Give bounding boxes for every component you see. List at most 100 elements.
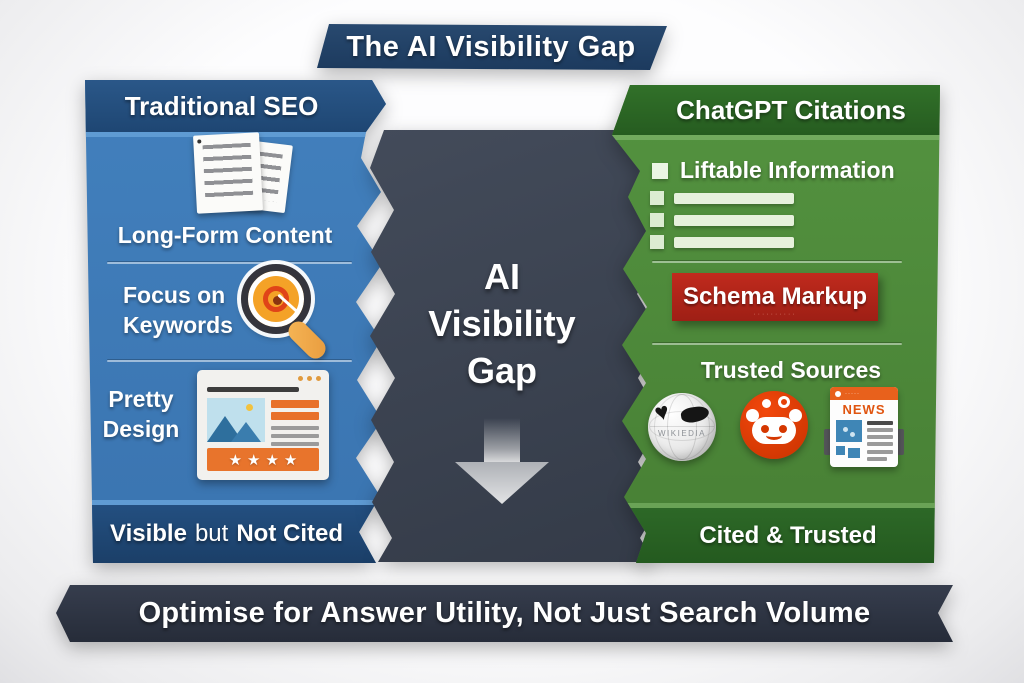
divider — [107, 262, 352, 264]
long-form-content-label: Long-Form Content — [117, 222, 333, 248]
news-masthead-dot — [835, 390, 841, 397]
document-page-front — [193, 132, 263, 214]
page-title: The AI Visibility Gap — [346, 30, 636, 63]
ai-visibility-gap-section: AI Visibility Gap — [368, 130, 664, 562]
title-banner: The AI Visibility Gap — [315, 24, 667, 70]
focus-on-label-line1: Focus on — [123, 282, 226, 308]
traditional-seo-panel: Traditional SEO Long-Form Content Focus … — [85, 80, 398, 563]
document-text-lines — [202, 142, 254, 204]
chatgpt-citations-title: ChatGPT Citations — [676, 94, 906, 125]
divider — [652, 261, 902, 263]
liftable-information-label: Liftable Information — [680, 157, 895, 183]
trusted-sources-label: Trusted Sources — [700, 357, 882, 383]
schema-markup-badge: Schema Markup ·········· — [672, 273, 878, 321]
news-image-dot — [843, 427, 848, 432]
checklist-bar — [674, 236, 794, 248]
wikipedia-globe-icon: ♥ WIKIEDIA — [648, 393, 716, 461]
globe-gridline — [650, 426, 714, 427]
browser-gray-bar — [271, 442, 319, 446]
news-page: ····· NEWS — [830, 387, 898, 467]
bullet-square-icon — [652, 162, 668, 179]
divider — [652, 343, 902, 345]
gap-title-line2: Visibility — [428, 302, 576, 344]
footer-word-visible: Visible — [110, 520, 187, 547]
checklist-row — [650, 191, 794, 205]
webpage-mockup-icon: ★★★★ — [197, 370, 329, 480]
browser-heading-bar — [207, 387, 299, 392]
browser-dot — [298, 376, 303, 381]
arrow-head — [455, 462, 549, 504]
bullet-square-icon — [650, 191, 664, 205]
header-highlight-strip — [612, 135, 940, 140]
news-image-block — [836, 420, 862, 442]
pretty-design-label-line2: Design — [102, 416, 180, 442]
browser-dot — [307, 376, 312, 381]
bottom-ribbon: Optimise for Answer Utility, Not Just Se… — [56, 585, 953, 642]
reddit-mouth — [766, 431, 782, 440]
sun-dot — [246, 404, 253, 411]
checklist-bar — [674, 192, 794, 204]
reddit-face — [752, 417, 796, 444]
magnifier-handle — [284, 317, 330, 363]
traditional-seo-header: Traditional SEO — [85, 80, 386, 132]
liftable-information-row: Liftable Information — [652, 157, 895, 184]
browser-gray-bar — [271, 426, 319, 430]
checklist-row — [650, 235, 794, 249]
chatgpt-citations-header: ChatGPT Citations — [612, 85, 940, 135]
news-text-line — [867, 442, 893, 446]
browser-dot — [316, 376, 321, 381]
down-arrow-icon — [370, 418, 662, 504]
chatgpt-citations-footer: Cited & Trusted — [612, 508, 940, 563]
news-image-dot — [850, 432, 855, 437]
footer-highlight-strip — [612, 503, 940, 508]
schema-fine-print: ·········· — [753, 311, 797, 318]
target-ring — [263, 286, 289, 312]
news-side-tab — [895, 429, 904, 455]
reddit-antenna-ring — [778, 396, 790, 408]
ribbon-tagline: Optimise for Answer Utility, Not Just Se… — [138, 597, 871, 629]
news-side-tab — [824, 429, 833, 455]
wikipedia-label: WIKIEDIA — [657, 429, 706, 438]
news-icon: ····· NEWS — [824, 387, 904, 467]
news-text-line — [867, 435, 893, 439]
magnifier-target-icon — [235, 262, 339, 366]
reddit-ear — [789, 409, 802, 422]
reddit-antenna-dot — [762, 399, 771, 408]
traditional-seo-shape: Traditional SEO Long-Form Content Focus … — [85, 80, 386, 563]
browser-image-placeholder — [207, 398, 265, 442]
news-masthead-text: ····· — [845, 390, 860, 397]
schema-markup-label: Schema Markup — [682, 283, 868, 310]
arrow-shaft — [484, 418, 520, 462]
browser-orange-bar — [271, 412, 319, 420]
reddit-eye — [779, 425, 787, 433]
traditional-seo-title: Traditional SEO — [124, 90, 319, 121]
target-center-dot — [273, 296, 282, 305]
ai-visibility-gap-shape: AI Visibility Gap — [370, 130, 662, 562]
news-masthead: ····· — [830, 387, 898, 400]
footer-word-but: but — [194, 520, 229, 547]
news-label: NEWS — [842, 402, 886, 417]
gap-title-line1: AI — [484, 256, 520, 297]
bullet-square-icon — [650, 235, 664, 249]
bullet-square-icon — [650, 213, 664, 227]
reddit-ear — [746, 409, 759, 422]
divider — [107, 360, 352, 362]
focus-on-label-line2: Keywords — [123, 312, 233, 338]
footer-word-not-cited: Not Cited — [236, 520, 343, 547]
reddit-icon — [740, 391, 808, 459]
mountain-shape — [231, 422, 261, 442]
news-text-line — [867, 450, 893, 454]
news-text-line — [867, 428, 893, 432]
rating-bar: ★★★★ — [207, 448, 319, 471]
rating-stars: ★★★★ — [228, 451, 303, 469]
cited-trusted-label: Cited & Trusted — [699, 521, 877, 549]
chatgpt-citations-shape: ChatGPT Citations Liftable Information — [612, 85, 940, 563]
bottom-ribbon-shape: Optimise for Answer Utility, Not Just Se… — [56, 585, 953, 642]
gap-title-line3: Gap — [466, 349, 537, 391]
checklist-bar — [674, 214, 794, 226]
documents-icon — [177, 132, 302, 216]
checklist-row — [650, 213, 794, 227]
news-small-block — [848, 448, 860, 458]
browser-orange-bar — [271, 400, 319, 408]
